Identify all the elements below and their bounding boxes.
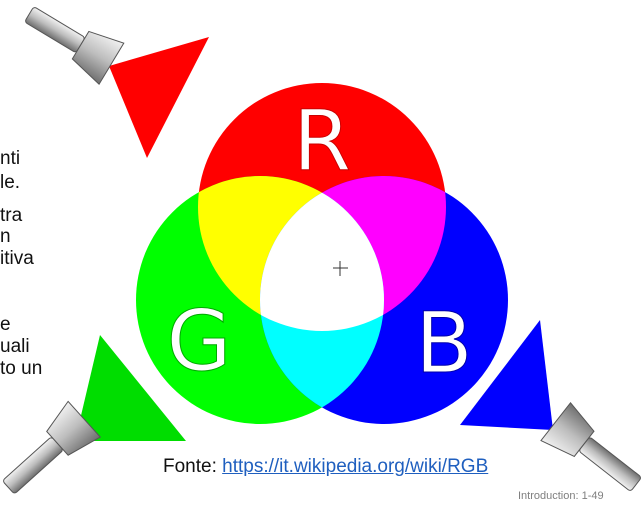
- side-text-line-7: uali: [0, 336, 30, 357]
- side-text-line-6: e: [0, 314, 11, 335]
- side-text-line-1: nti: [0, 148, 21, 169]
- slide-number: Introduction: 1-49: [518, 490, 604, 502]
- source-caption: Fonte: https://it.wikipedia.org/wiki/RGB: [163, 456, 488, 478]
- blue-label: B: [415, 294, 473, 392]
- side-text-line-5: itiva: [0, 248, 34, 269]
- crosshair-cursor-icon: [333, 261, 348, 276]
- side-text-line-2: le.: [0, 172, 21, 193]
- side-text-line-4: n: [0, 226, 11, 247]
- red-beam: [109, 37, 209, 158]
- side-text-line-8: to un: [0, 358, 43, 379]
- blue-flashlight-icon: [540, 401, 641, 491]
- blue-beam: [460, 320, 553, 430]
- green-beam: [75, 335, 186, 441]
- green-flashlight-icon: [3, 400, 102, 494]
- red-flashlight-icon: [25, 7, 125, 86]
- wikipedia-link[interactable]: https://it.wikipedia.org/wiki/RGB: [222, 456, 489, 477]
- red-label: R: [293, 92, 351, 190]
- green-label: G: [166, 292, 231, 390]
- caption-prefix: Fonte:: [163, 456, 223, 477]
- white-overlap: [260, 176, 384, 331]
- side-text-line-3: tra: [0, 205, 23, 226]
